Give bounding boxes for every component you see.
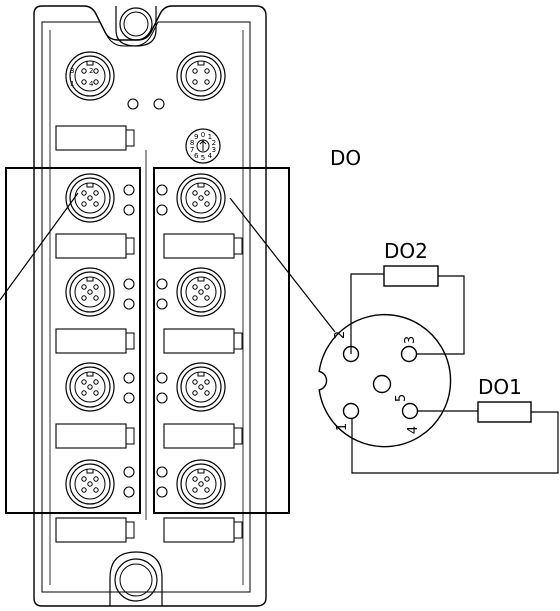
m12-port-10 (176, 459, 226, 509)
pinout-title: DO (330, 146, 361, 170)
do1-load-circuit: DO1 (351, 375, 559, 474)
status-led-17 (156, 466, 168, 478)
do2-load-circuit: DO2 (350, 239, 465, 355)
top-left-port-pin-4: 4 (89, 80, 94, 88)
pin-1-contact (342, 402, 360, 420)
pin-1-label: 1 (335, 423, 350, 431)
rotary-digit-0: 0 (201, 131, 205, 139)
label-slot-1 (55, 125, 135, 151)
m12-port-6 (176, 267, 226, 317)
bottom-mounting-hole (109, 551, 163, 606)
m12-port-7 (65, 362, 115, 412)
label-slot-2 (55, 233, 135, 259)
top-left-port-pin-3: 3 (70, 67, 74, 75)
label-slot-3 (163, 233, 243, 259)
status-led-6 (156, 204, 168, 216)
rotary-digit-1: 1 (208, 133, 212, 141)
rotary-digit-5: 5 (201, 154, 205, 162)
m12-port-1 (65, 51, 115, 101)
status-led-7 (123, 278, 135, 290)
rotary-digit-9: 9 (194, 133, 198, 141)
status-led-8 (123, 298, 135, 310)
m12-connector-face: 2 3 5 1 4 (318, 313, 452, 448)
status-led-16 (123, 486, 135, 498)
top-left-port-pin-1: 1 (70, 80, 74, 88)
label-slot-6 (55, 423, 135, 449)
pin-5-label: 5 (394, 394, 409, 402)
module-leds (123, 98, 168, 498)
m12-port-8 (176, 362, 226, 412)
status-led-9 (156, 278, 168, 290)
left-callout-line (0, 192, 79, 301)
status-led-18 (156, 486, 168, 498)
status-led-11 (123, 372, 135, 384)
pin-4-label: 4 (406, 426, 421, 434)
pin-3-contact (400, 345, 418, 363)
rotary-digit-4: 4 (208, 152, 213, 160)
m12-port-4 (176, 173, 226, 223)
rotary-digit-8: 8 (190, 139, 194, 147)
pin-4-contact (401, 402, 419, 420)
m12-port-3 (65, 173, 115, 223)
do1-resistor (477, 401, 532, 423)
rotary-digit-6: 6 (194, 152, 199, 160)
pin-5-contact (372, 374, 392, 394)
status-led-14 (156, 392, 168, 404)
rotary-digit-7: 7 (190, 146, 194, 154)
status-led-13 (156, 372, 168, 384)
do2-label: DO2 (384, 239, 428, 263)
do2-resistor (383, 265, 439, 287)
io-module-housing (33, 5, 267, 607)
top-left-port-pin-numbers: 3 2 1 4 (70, 67, 94, 88)
pin-3-label: 3 (403, 336, 418, 344)
label-slot-5 (163, 328, 243, 354)
top-mounting-hole (115, 6, 157, 47)
label-slot-7 (163, 423, 243, 449)
status-led-5 (156, 184, 168, 196)
m12-port-2 (176, 51, 226, 101)
label-slot-8 (55, 517, 135, 543)
status-led-15 (123, 466, 135, 478)
left-port-column-frame (5, 167, 141, 514)
rotary-digit-2: 2 (212, 139, 216, 147)
module-label-slots (55, 125, 243, 543)
right-port-column-frame (153, 167, 290, 514)
rotary-digit-3: 3 (212, 146, 216, 154)
m12-port-9 (65, 459, 115, 509)
module-ports (65, 51, 226, 509)
m12-port-5 (65, 267, 115, 317)
status-led-4 (123, 204, 135, 216)
do1-label: DO1 (478, 375, 522, 399)
status-led-10 (156, 298, 168, 310)
label-slot-4 (55, 328, 135, 354)
label-slot-9 (163, 517, 243, 543)
status-led-2 (153, 98, 165, 110)
status-led-3 (123, 184, 135, 196)
top-left-port-pin-2: 2 (89, 67, 93, 75)
status-led-1 (127, 98, 139, 110)
status-led-12 (123, 392, 135, 404)
pin-2-label: 2 (333, 331, 348, 339)
right-callout-line (229, 197, 336, 333)
